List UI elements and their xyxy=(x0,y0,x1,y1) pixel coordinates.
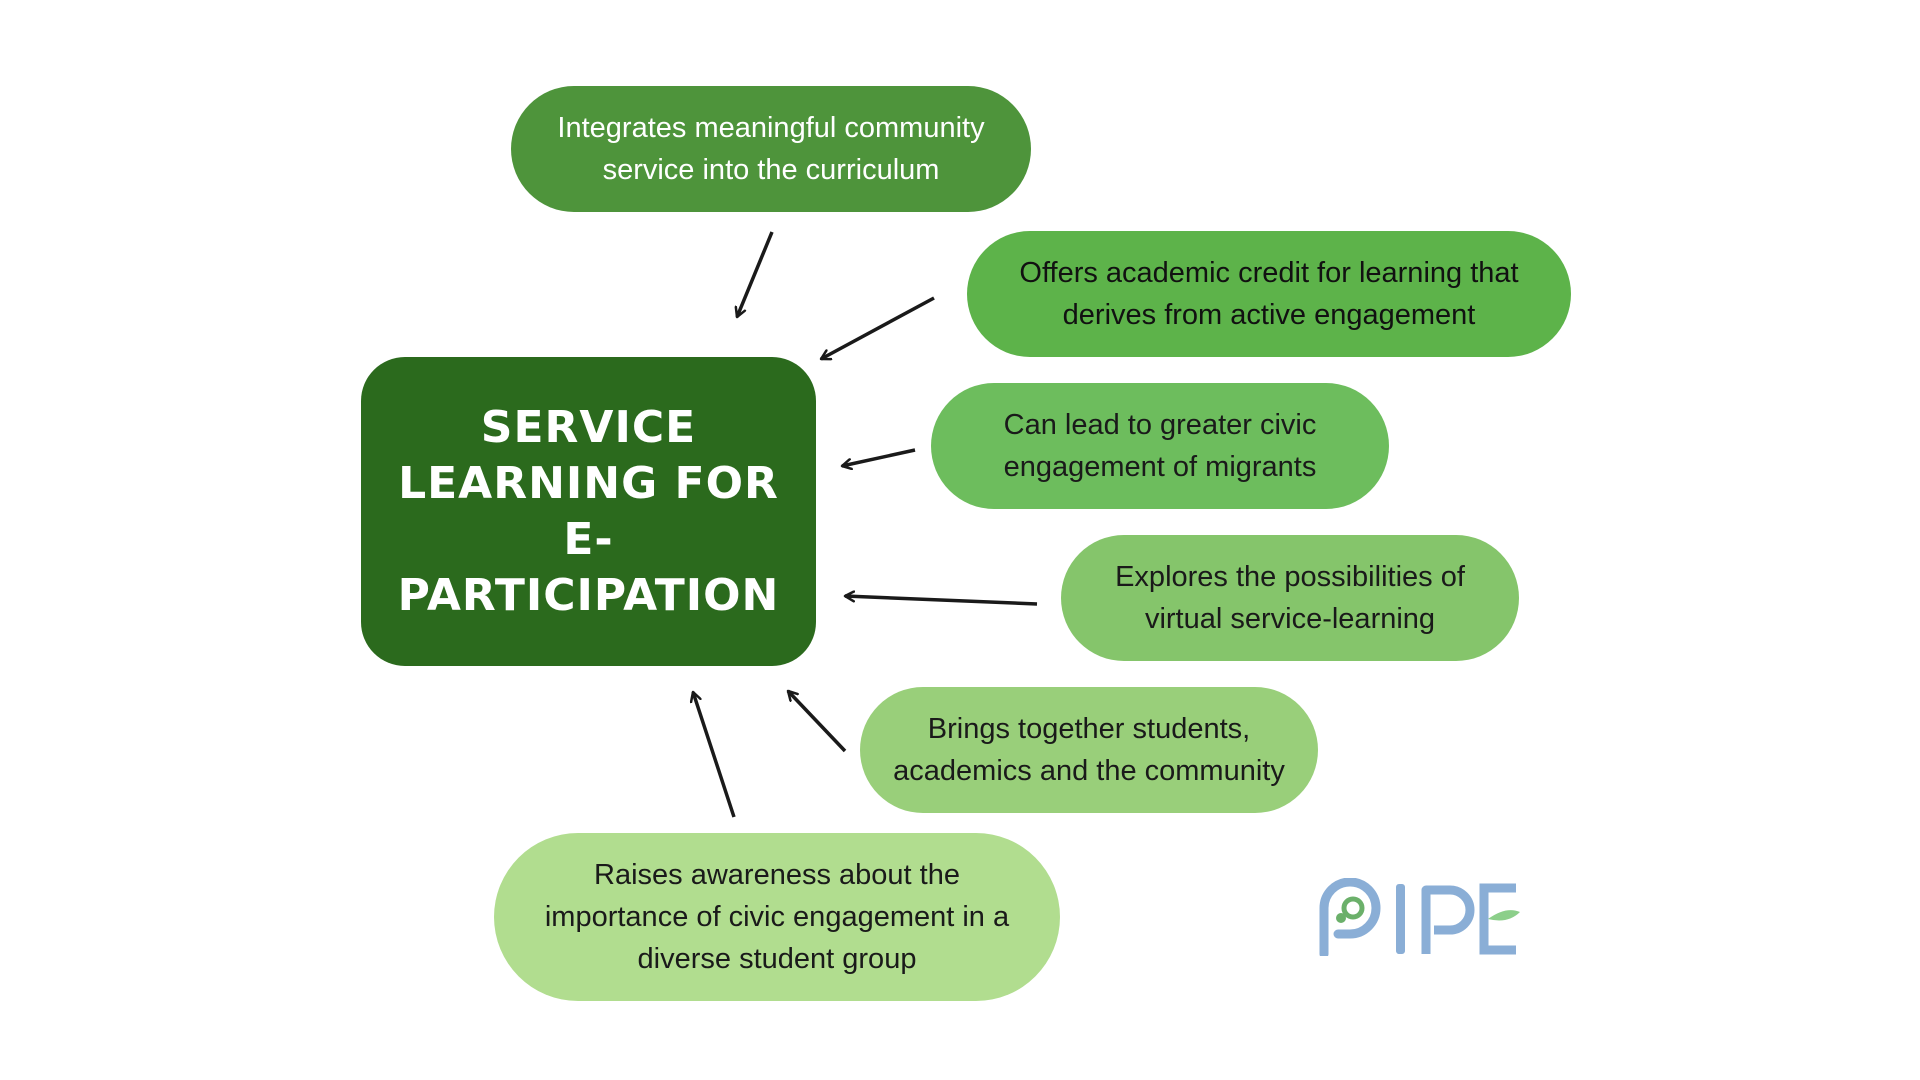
node-label: Brings together students, academics and … xyxy=(893,713,1285,787)
node-label: Offers academic credit for learning that… xyxy=(1019,257,1519,331)
node-virtual-service-learning: Explores the possibilities of virtual se… xyxy=(1061,535,1519,661)
arrow-4 xyxy=(845,596,1038,606)
node-label: Can lead to greater civic engagement of … xyxy=(1003,409,1317,483)
node-label: Integrates meaningful community service … xyxy=(557,112,985,186)
node-brings-together: Brings together students, academics and … xyxy=(860,687,1318,813)
node-civic-engagement-migrants: Can lead to greater civic engagement of … xyxy=(931,383,1389,509)
arrow-6 xyxy=(693,692,736,818)
node-label: Raises awareness about the importance of… xyxy=(544,859,1010,975)
pipe-logo-icon xyxy=(1319,878,1520,956)
arrow-1 xyxy=(737,231,774,317)
node-curriculum: Integrates meaningful community service … xyxy=(511,86,1031,212)
node-academic-credit: Offers academic credit for learning that… xyxy=(967,231,1571,357)
node-label: Explores the possibilities of virtual se… xyxy=(1115,561,1465,635)
arrow-3 xyxy=(842,448,916,466)
node-raises-awareness: Raises awareness about the importance of… xyxy=(494,833,1060,1001)
central-concept-title: SERVICE LEARNING FOR E-PARTICIPATION xyxy=(397,401,780,621)
arrow-2 xyxy=(821,296,935,361)
central-concept-box: SERVICE LEARNING FOR E-PARTICIPATION xyxy=(361,357,816,666)
arrow-5 xyxy=(786,691,847,753)
